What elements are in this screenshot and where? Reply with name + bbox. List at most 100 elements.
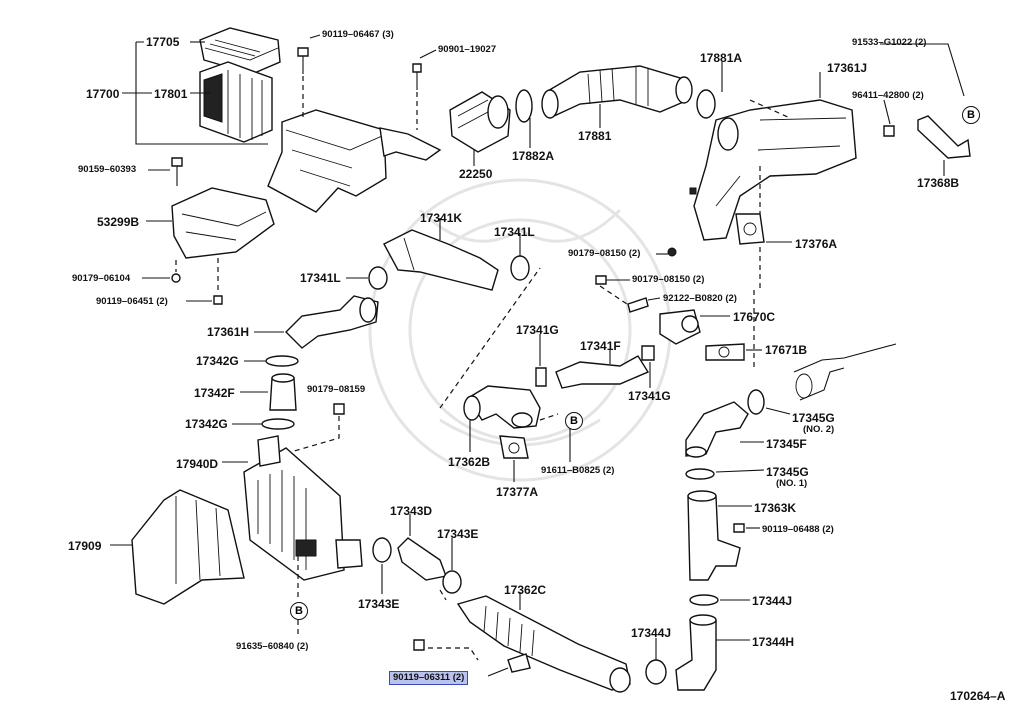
part-label-p22250[interactable]: 22250 <box>459 167 493 181</box>
air-flow-meter-22250 <box>449 91 511 153</box>
part-label-p90179-08159[interactable]: 90179–08159 <box>307 384 366 395</box>
clamp-17342g-b <box>261 418 295 430</box>
part-label-p17343E-b[interactable]: 17343E <box>358 597 400 611</box>
part-label-p17377A[interactable]: 17377A <box>496 485 539 499</box>
part-label-p90159-60393[interactable]: 90159–60393 <box>78 164 137 175</box>
part-label-p17362B[interactable]: 17362B <box>448 455 491 469</box>
part-label-p17362C[interactable]: 17362C <box>504 583 547 597</box>
pipe-17362c <box>456 595 631 693</box>
part-label-p17341G-b[interactable]: 17341G <box>628 389 671 403</box>
part-label-p17341L-a[interactable]: 17341L <box>494 225 535 239</box>
part-label-p96411-42800[interactable]: 96411–42800 (2) <box>852 90 924 101</box>
part-label-p17881A[interactable]: 17881A <box>700 51 743 65</box>
clamp-17342g-a <box>265 355 299 367</box>
part-label-p90119-06311[interactable]: 90119–06311 (2) <box>389 671 469 685</box>
b-marker-3: B <box>290 602 308 620</box>
part-label-p17343E-a[interactable]: 17343E <box>437 527 479 541</box>
pipe-17362b <box>463 385 541 429</box>
air-cleaner-case-17700 <box>267 109 442 213</box>
part-label-p90179-06104[interactable]: 90179–06104 <box>72 273 131 284</box>
part-label-p17345G-no2-sub[interactable]: (NO. 2) <box>803 424 835 435</box>
valve-17670c <box>659 309 701 345</box>
part-label-p17342G-b[interactable]: 17342G <box>185 417 228 431</box>
part-label-p17368B[interactable]: 17368B <box>917 176 960 190</box>
part-label-p90179-08150-b[interactable]: 90179–08150 (2) <box>632 274 705 285</box>
clamp-17341g-a <box>535 367 547 387</box>
hose-17343d <box>397 537 447 581</box>
bolt-90119-06311 <box>413 639 425 651</box>
b-marker-1: B <box>962 106 980 124</box>
part-label-p53299B[interactable]: 53299B <box>97 215 140 229</box>
air-hose-17881 <box>541 65 693 119</box>
part-label-p17341G-a[interactable]: 17341G <box>516 323 559 337</box>
part-label-p17343D[interactable]: 17343D <box>390 504 433 518</box>
clamp-17343e-b <box>372 537 392 563</box>
pipe-17363k <box>687 490 741 581</box>
part-label-p91635-60840[interactable]: 91635–60840 (2) <box>236 641 309 652</box>
hose-17344h <box>675 614 717 691</box>
part-label-p17345F[interactable]: 17345F <box>766 437 807 451</box>
clip-90179-06104 <box>171 273 181 283</box>
pipe-17361h <box>285 295 379 349</box>
part-label-p17882A[interactable]: 17882A <box>512 149 555 163</box>
bracket-17368b <box>917 115 971 159</box>
part-label-p17361J[interactable]: 17361J <box>827 61 868 75</box>
part-label-p17341L-b[interactable]: 17341L <box>300 271 341 285</box>
part-label-p17342F[interactable]: 17342F <box>194 386 235 400</box>
clamp-17881a <box>696 89 716 119</box>
part-label-p17344J-b[interactable]: 17344J <box>631 626 672 640</box>
part-label-p17361H[interactable]: 17361H <box>207 325 250 339</box>
gasket-17377a <box>499 435 529 459</box>
clamp-17345g-no2 <box>747 389 765 415</box>
part-label-p90179-08150-a[interactable]: 90179–08150 (2) <box>568 248 641 259</box>
part-label-p17344H[interactable]: 17344H <box>752 635 795 649</box>
part-label-p17940D[interactable]: 17940D <box>176 457 219 471</box>
diagram-id: 170264–A <box>950 689 1006 703</box>
part-label-p17376A[interactable]: 17376A <box>795 237 838 251</box>
part-label-p17670C[interactable]: 17670C <box>733 310 776 324</box>
part-label-p17671B[interactable]: 17671B <box>765 343 808 357</box>
hose-17342f <box>269 373 297 411</box>
part-label-p17363K[interactable]: 17363K <box>754 501 797 515</box>
bolt-90119-06488 <box>733 523 745 533</box>
part-label-p17341K[interactable]: 17341K <box>420 211 463 225</box>
hose-17341f <box>555 355 650 389</box>
nut-90179-08150-a <box>667 247 677 257</box>
part-label-p90901-19027[interactable]: 90901–19027 <box>438 44 497 55</box>
clamp-17344j-b <box>645 659 667 685</box>
part-label-p90119-06467[interactable]: 90119–06467 (3) <box>322 29 394 40</box>
part-label-p17705[interactable]: 17705 <box>146 35 180 49</box>
engine-outline <box>793 343 897 401</box>
part-label-p90119-06451[interactable]: 90119–06451 (2) <box>96 296 168 307</box>
part-label-p17342G-a[interactable]: 17342G <box>196 354 239 368</box>
duct-17909 <box>131 489 245 605</box>
gasket-17671b <box>705 343 745 361</box>
part-label-p91533-G1022[interactable]: 91533–G1022 (2) <box>852 37 927 48</box>
part-label-p91611-B0825[interactable]: 91611–B0825 (2) <box>541 465 615 476</box>
clamp-17882a <box>515 89 533 123</box>
clamp-17345g-no1 <box>685 468 715 480</box>
part-label-p92122-B0820[interactable]: 92122–B0820 (2) <box>663 293 737 304</box>
nut-90179-08150-b <box>595 275 607 285</box>
bolt-90119-06467 <box>297 47 309 74</box>
bolt-90159-60393 <box>171 157 183 186</box>
nut-96411-42800 <box>883 125 895 137</box>
part-label-p90119-06488[interactable]: 90119–06488 (2) <box>762 524 834 535</box>
part-label-p17345G-no1[interactable]: 17345G <box>766 465 809 479</box>
air-duct-53299b <box>171 187 275 259</box>
part-label-p17909[interactable]: 17909 <box>68 539 102 553</box>
hose-17341k <box>383 229 499 291</box>
clamp-17343e-a <box>442 570 462 594</box>
part-label-p17341F[interactable]: 17341F <box>580 339 621 353</box>
air-cleaner-element-17801 <box>199 61 273 143</box>
part-label-p17345G-no2[interactable]: 17345G <box>792 411 835 425</box>
b-marker-2: B <box>565 412 583 430</box>
part-label-p17881[interactable]: 17881 <box>578 129 612 143</box>
part-label-p17345G-no1-sub[interactable]: (NO. 1) <box>776 478 808 489</box>
clamp-17341g-b <box>641 345 655 361</box>
elbow-17345f <box>685 401 749 458</box>
part-label-p17700[interactable]: 17700 <box>86 87 120 101</box>
part-label-p17801[interactable]: 17801 <box>154 87 188 101</box>
part-label-p17344J-a[interactable]: 17344J <box>752 594 793 608</box>
